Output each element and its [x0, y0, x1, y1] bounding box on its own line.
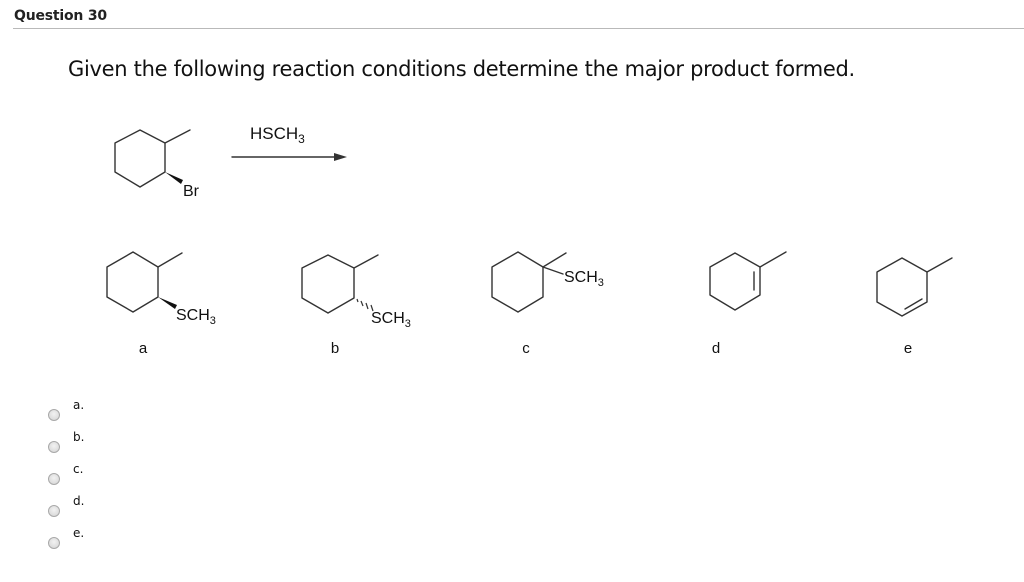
- choice-label: a.: [73, 398, 85, 412]
- radio-button[interactable]: [48, 409, 60, 421]
- radio-button[interactable]: [48, 505, 60, 517]
- choice-a[interactable]: a.: [48, 398, 84, 426]
- radio-button[interactable]: [48, 473, 60, 485]
- product-a-label: a: [139, 340, 148, 357]
- product-a-structure: [106, 251, 183, 313]
- radio-button[interactable]: [48, 441, 60, 453]
- product-d-label: d: [712, 340, 720, 357]
- choice-b[interactable]: b.: [48, 430, 84, 458]
- hash-bond-icon: [356, 298, 374, 312]
- choice-label: d.: [73, 494, 85, 508]
- question-header: Question 30: [14, 8, 107, 24]
- arrow-head-icon: [334, 153, 347, 161]
- product-b-substituent: SCH3: [371, 310, 411, 330]
- wedge-bond-icon: [158, 297, 177, 309]
- header-divider: [13, 28, 1024, 29]
- product-b-label: b: [331, 340, 339, 357]
- product-a-substituent: SCH3: [176, 307, 216, 327]
- reactant-substituent-label: Br: [183, 183, 200, 200]
- radio-button[interactable]: [48, 537, 60, 549]
- product-c-label: c: [522, 340, 530, 357]
- reagent-label: HSCH3: [250, 124, 305, 146]
- wedge-bond-icon: [165, 172, 183, 184]
- question-prompt: Given the following reaction conditions …: [68, 57, 855, 81]
- product-c-structure: [491, 251, 567, 313]
- choice-c[interactable]: c.: [48, 462, 83, 490]
- choice-label: e.: [73, 526, 85, 540]
- choice-label: c.: [73, 462, 84, 476]
- product-e-label: e: [904, 340, 912, 357]
- product-c-substituent: SCH3: [564, 269, 604, 289]
- product-e-structure: [876, 257, 953, 317]
- choice-label: b.: [73, 430, 85, 444]
- reactant-structure: [114, 129, 191, 188]
- product-b-structure: [301, 254, 379, 314]
- product-d-structure: [709, 251, 787, 311]
- choice-d[interactable]: d.: [48, 494, 84, 522]
- choice-e[interactable]: e.: [48, 526, 84, 554]
